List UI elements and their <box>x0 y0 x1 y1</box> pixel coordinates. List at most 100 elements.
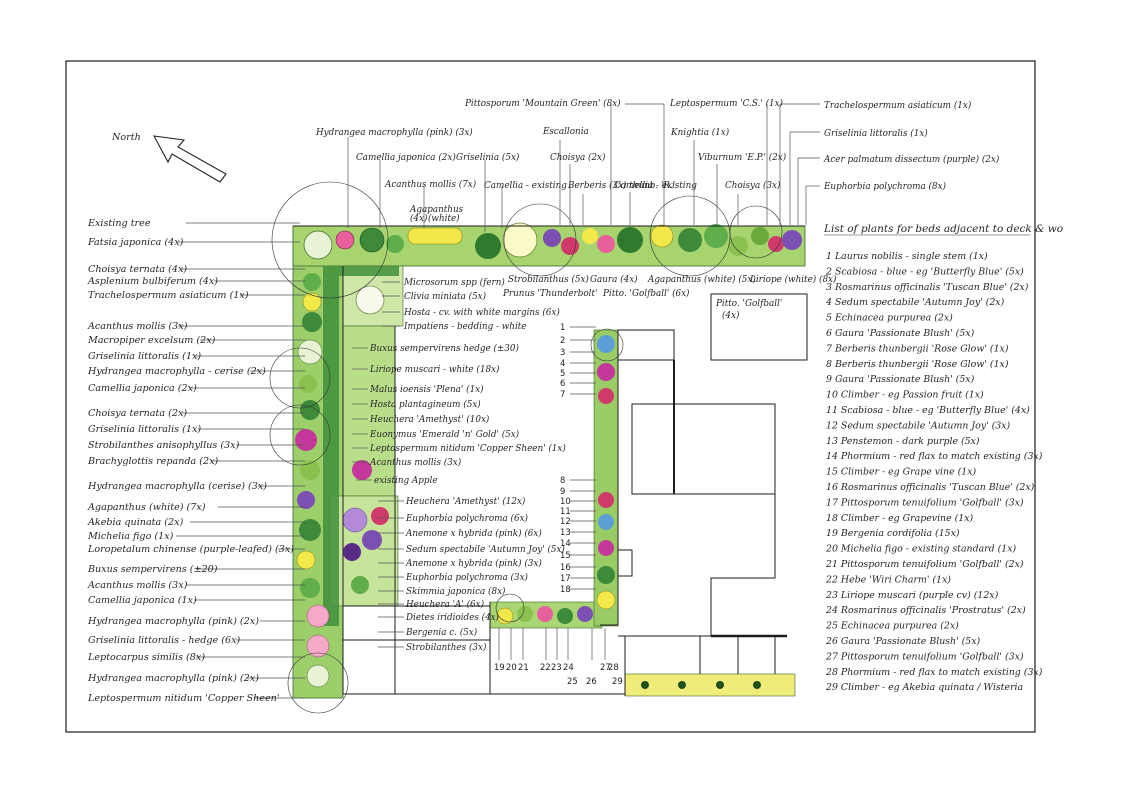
left-label-13: Brachyglottis repanda (2x) <box>87 456 219 467</box>
left-label-19: Buxus sempervirens (±20) <box>87 564 218 575</box>
bed-number-29: 29 <box>612 676 623 686</box>
plant-list-item-24: 24 Rosmarinus officinalis 'Prostratus' (… <box>825 605 1026 616</box>
label-hydrangea-pink-3x: Hydrangea macrophylla (pink) (3x) <box>315 127 473 138</box>
plant-list-item-4: 4 Sedum spectabile 'Autumn Joy' (2x) <box>825 297 1005 308</box>
label-agapanthus-qty: (4x) <box>410 213 428 224</box>
label-acer-palmatum: Acer palmatum dissectum (purple) (2x) <box>823 154 1000 165</box>
inner-label-20: Heuchera 'A' (6x) <box>405 599 485 610</box>
inner-label-21: Dietes iridioides (4x) <box>405 612 500 623</box>
label-viburnum: Viburnum 'E.P.' (2x) <box>698 152 787 163</box>
left-label-24: Leptocarpus similis (8x) <box>87 652 205 663</box>
left-label-7: Griselinia littoralis (1x) <box>88 351 201 362</box>
plant-symbols <box>269 181 802 714</box>
label-prunus: Prunus 'Thunderbolt' <box>502 289 597 299</box>
plant-list-item-26: 26 Gaura 'Passionate Blush' (5x) <box>825 636 981 647</box>
plant-list-item-27: 27 Pittosporum tenuifolium 'Golfball' (3… <box>825 651 1024 662</box>
bed-number-12: 12 <box>560 516 571 526</box>
label-knightia: Knightia (1x) <box>670 127 730 138</box>
inner-label-14: Euphorbia polychroma (6x) <box>405 513 529 524</box>
plant-list-item-29: 29 Climber - eg Akebia quinata / Wisteri… <box>825 682 1023 693</box>
north-label: North <box>111 132 141 143</box>
label-agapanthus-white: Agapanthus (white) (5x) <box>647 274 756 285</box>
label-choisya-3x: Choisya (3x) <box>725 180 781 191</box>
bed-number-28: 28 <box>608 662 619 672</box>
left-label-20: Acanthus mollis (3x) <box>87 580 188 591</box>
left-label-12: Strobilanthes anisophyllus (3x) <box>88 440 240 451</box>
plant-list-item-19: 19 Bergenia cordifolia (15x) <box>826 528 960 539</box>
label-agapanthus-colour: (white) <box>428 213 460 224</box>
bed-number-23: 23 <box>551 662 562 672</box>
left-label-10: Choisya ternata (2x) <box>88 408 187 419</box>
left-label-4: Trachelospermum asiaticum (1x) <box>88 290 249 301</box>
plant-list-item-2: 2 Scabiosa - blue - eg 'Butterfly Blue' … <box>825 266 1024 277</box>
left-label-18: Loropetalum chinense (purple-leafed) (3x… <box>87 544 294 555</box>
inner-label-9: Euonymus 'Emerald 'n' Gold' (5x) <box>369 429 520 440</box>
mid-labels: Strobilanthus (5x) Gaura (4x) Agapanthus… <box>502 274 837 321</box>
inner-label-8: Heuchera 'Amethyst' (10x) <box>369 414 490 425</box>
inner-label-10: Leptospermum nitidum 'Copper Sheen' (1x) <box>369 443 566 454</box>
inner-label-17: Anemone x hybrida (pink) (3x) <box>405 558 542 569</box>
left-label-14: Hydrangea macrophylla (cerise) (3x) <box>87 481 267 492</box>
label-gaura: Gaura (4x) <box>590 274 638 285</box>
bed-number-13: 13 <box>560 527 571 537</box>
bed-number-20: 20 <box>506 662 517 672</box>
north-arrow: North <box>111 132 227 183</box>
left-label-1: Fatsia japonica (4x) <box>87 237 184 248</box>
label-pitto-golfball-box: Pitto. 'Golfball' <box>715 299 782 309</box>
label-camellia-existing-2: Camellia - existing <box>614 181 697 191</box>
plant-list-item-15: 15 Climber - eg Grape vine (1x) <box>826 467 977 478</box>
left-label-0: Existing tree <box>87 218 151 229</box>
plant-list-item-6: 6 Gaura 'Passionate Blush' (5x) <box>826 328 975 339</box>
label-agapanthus-top: Agapanthus <box>409 205 464 215</box>
plant-list-item-12: 12 Sedum spectabile 'Autumn Joy' (3x) <box>826 420 1011 431</box>
left-label-15: Agapanthus (white) (7x) <box>87 502 206 513</box>
label-camellia-existing: Camellia - existing <box>484 181 567 191</box>
plant-list-item-25: 25 Echinacea purpurea (2x) <box>825 621 959 632</box>
plant-list-item-23: 23 Liriope muscari (purple cv) (12x) <box>825 590 999 601</box>
bed-number-3: 3 <box>560 347 565 357</box>
inner-label-16: Sedum spectabile 'Autumn Joy' (5x) <box>406 544 565 555</box>
left-label-21: Camellia japonica (1x) <box>88 595 197 606</box>
north-arrow-icon <box>153 135 227 183</box>
inner-label-23: Strobilanthes (3x) <box>406 642 487 653</box>
bed-number-4: 4 <box>560 358 565 368</box>
left-label-17: Michelia figo (1x) <box>87 531 174 542</box>
plant-list: List of plants for beds adjacent to deck… <box>823 223 1063 693</box>
inner-label-2: Hosta - cv. with white margins (6x) <box>403 307 560 318</box>
bed-number-24: 24 <box>563 662 574 672</box>
bed-number-16: 16 <box>560 562 571 572</box>
inner-labels: Microsorum spp (fern) Clivia miniata (5x)… <box>369 277 566 653</box>
bed-number-18: 18 <box>560 584 571 594</box>
inner-label-1: Clivia miniata (5x) <box>404 291 487 302</box>
inner-label-5: Liriope muscari - white (18x) <box>369 364 500 375</box>
inner-label-11: Acanthus mollis (3x) <box>369 457 462 468</box>
plant-list-item-17: 17 Pittosporum tenuifolium 'Golfball' (3… <box>826 497 1024 508</box>
left-label-23: Griselinia littoralis - hedge (6x) <box>88 635 241 646</box>
bed-number-17: 17 <box>560 573 571 583</box>
plant-list-item-14: 14 Phormium - red flax to match existing… <box>826 451 1043 462</box>
label-griselinia-top: Griselinia (5x) <box>456 152 520 163</box>
inner-label-22: Bergenia c. (5x) <box>405 627 478 638</box>
label-escallonia: Escallonia <box>542 127 589 137</box>
label-camellia-japonica-top: Camellia japonica (2x) <box>356 152 456 163</box>
label-strobilanthus: Strobilanthus (5x) <box>508 274 589 285</box>
plant-list-item-20: 20 Michelia figo - existing standard (1x… <box>825 544 1017 555</box>
bed-number-7: 7 <box>560 389 565 399</box>
inner-label-7: Hosta plantagineum (5x) <box>369 399 481 410</box>
plant-list-title: List of plants for beds adjacent to deck… <box>823 223 1063 235</box>
inner-label-13: Heuchera 'Amethyst' (12x) <box>405 496 526 507</box>
plant-list-item-7: 7 Berberis thunbergii 'Rose Glow' (1x) <box>826 343 1009 354</box>
bed-number-2: 2 <box>560 335 565 345</box>
plant-list-item-21: 21 Pittosporum tenuifolium 'Golfball' (2… <box>825 559 1024 570</box>
label-pittosporum-mountain-green: Pittosporum 'Mountain Green' (8x) <box>464 98 621 109</box>
label-trachelospermum-top: Trachelospermum asiaticum (1x) <box>824 100 972 111</box>
bed-number-5: 5 <box>560 368 565 378</box>
plant-list-item-11: 11 Scabiosa - blue - eg 'Butterfly Blue'… <box>826 405 1030 416</box>
plant-list-item-28: 28 Phormium - red flax to match existing… <box>825 667 1043 678</box>
bed-number-22: 22 <box>540 662 551 672</box>
label-euphorbia-top: Euphorbia polychroma (8x) <box>823 181 947 192</box>
inner-label-0: Microsorum spp (fern) <box>403 277 505 288</box>
left-label-26: Leptospermum nitidum 'Copper Sheen' <box>87 693 279 704</box>
